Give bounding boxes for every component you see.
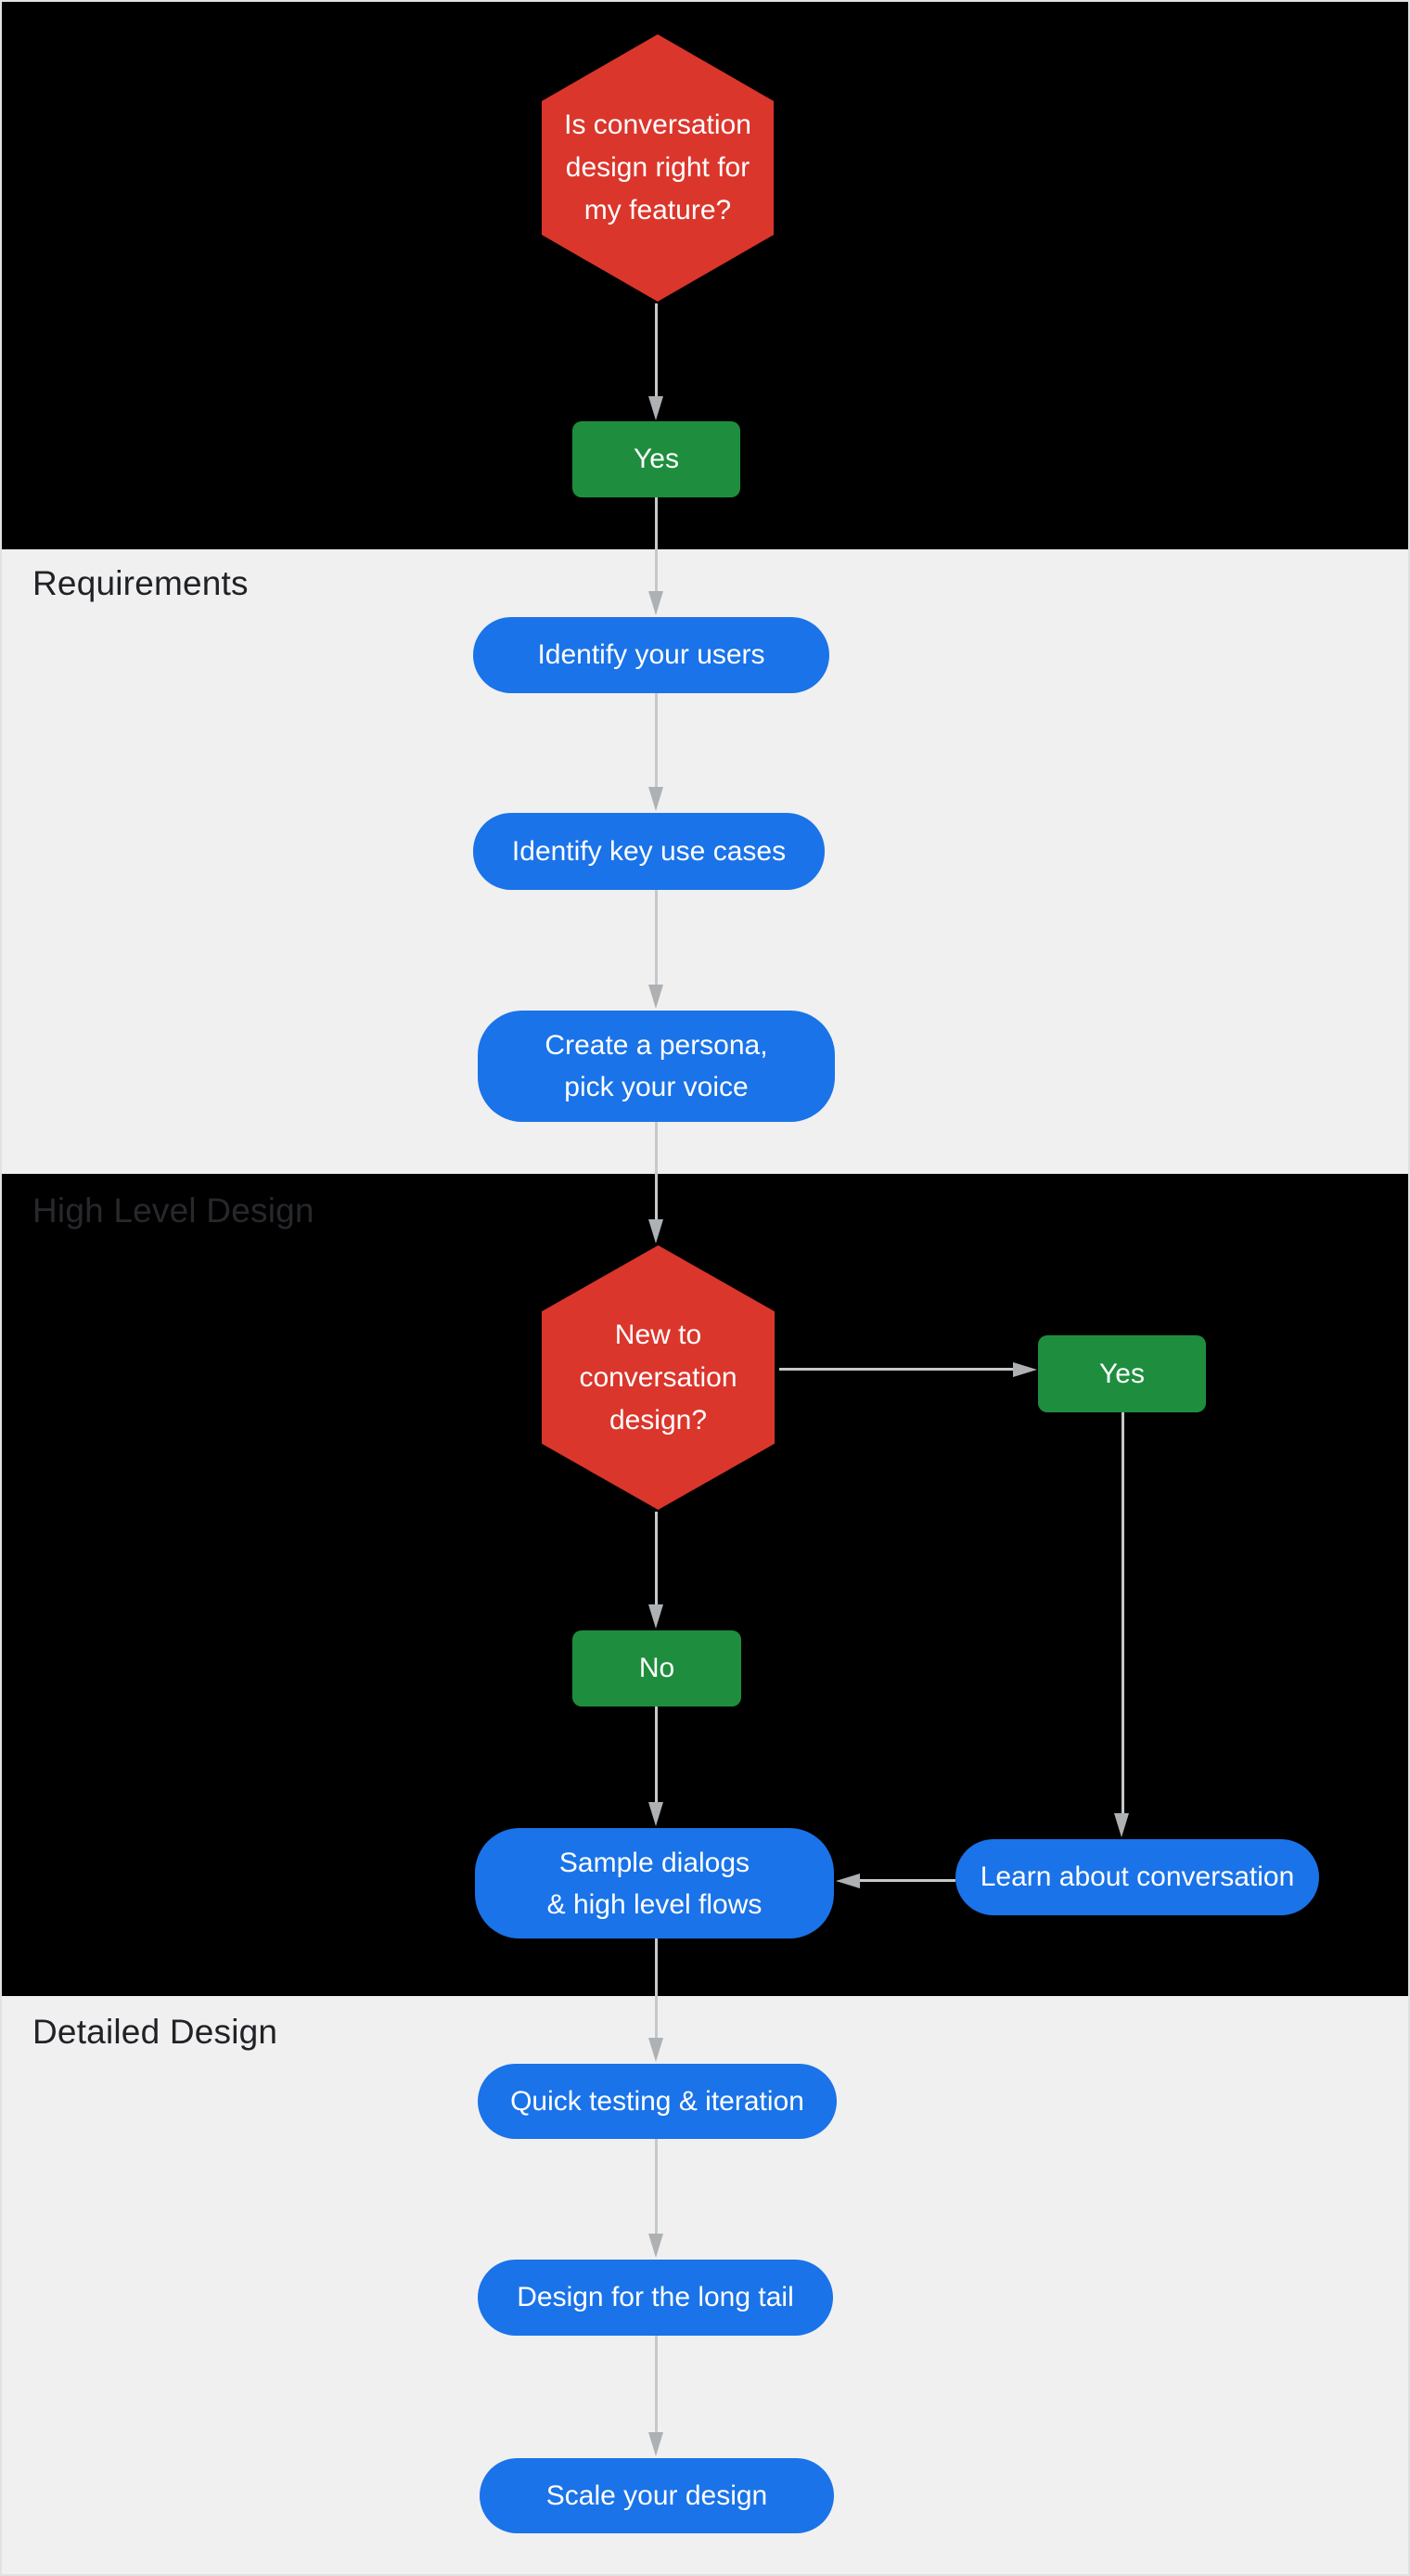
step-sample-dialogs-high-level-flows[interactable]: Sample dialogs & high level flows (475, 1828, 834, 1938)
connector-line (1122, 1412, 1124, 1813)
arrow-down-icon (648, 2234, 663, 2258)
step-quick-testing-iteration[interactable]: Quick testing & iteration (478, 2064, 837, 2139)
connector-line (655, 890, 658, 985)
arrow-left-icon (836, 1874, 860, 1888)
arrow-down-icon (648, 1219, 663, 1243)
step-learn-about-conversation[interactable]: Learn about conversation (955, 1839, 1319, 1915)
arrow-right-icon (1013, 1362, 1037, 1377)
yes-button[interactable]: Yes (572, 421, 740, 497)
connector-line (655, 693, 658, 787)
arrow-down-icon (648, 2038, 663, 2062)
arrow-down-icon (648, 1604, 663, 1629)
arrow-down-icon (648, 396, 663, 420)
connector-line (655, 303, 658, 396)
connector-line (779, 1368, 1013, 1371)
step-identify-your-users[interactable]: Identify your users (473, 617, 829, 693)
step-identify-key-use-cases[interactable]: Identify key use cases (473, 813, 825, 890)
arrow-down-icon (648, 2432, 663, 2456)
section-label-high-level-design: High Level Design (32, 1191, 314, 1230)
no-button[interactable]: No (572, 1630, 741, 1707)
connector-line (655, 497, 658, 591)
connector-line (655, 2336, 658, 2432)
arrow-down-icon (648, 985, 663, 1009)
connector-line (655, 1938, 658, 2038)
decision-is-conversation-design-right[interactable]: Is conversation design right for my feat… (542, 34, 774, 302)
step-design-for-long-tail[interactable]: Design for the long tail (478, 2260, 833, 2336)
yes-button-new[interactable]: Yes (1038, 1335, 1206, 1412)
connector-line (655, 2139, 658, 2234)
step-scale-your-design[interactable]: Scale your design (480, 2458, 834, 2533)
arrow-down-icon (648, 787, 663, 811)
step-create-persona-pick-voice[interactable]: Create a persona, pick your voice (478, 1011, 835, 1122)
connector-line (655, 1122, 658, 1219)
connector-line (655, 1512, 658, 1604)
arrow-down-icon (648, 591, 663, 615)
arrow-down-icon (648, 1802, 663, 1826)
section-label-detailed-design: Detailed Design (32, 2013, 278, 2051)
section-label-requirements: Requirements (32, 564, 249, 602)
connector-line (860, 1879, 955, 1882)
arrow-down-icon (1114, 1813, 1129, 1837)
connector-line (655, 1707, 658, 1802)
